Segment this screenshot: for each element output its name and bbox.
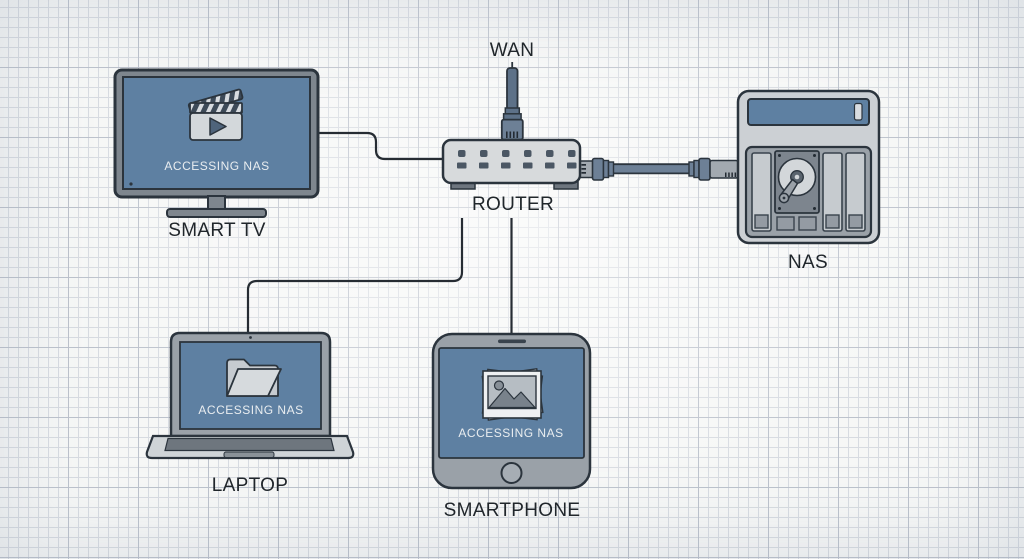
photo-sun [493,380,505,391]
tv-stand-neck [207,195,226,211]
hard-drive-icon [774,150,820,214]
nas-bay-latches [754,214,863,231]
connection-lines [246,131,513,336]
router-nas-ethernet-cable-icon [579,157,739,181]
smartphone-node [431,332,592,490]
photo-mountains [488,387,536,409]
wan-cable [500,62,524,141]
wan-ethernet-plug-icon [500,118,524,141]
router-ports [457,150,577,169]
nas-drive-bays [751,152,866,232]
router-node [441,138,582,190]
open-folder-icon [226,358,282,397]
nas-node [736,89,881,245]
nas-power-led [853,102,863,121]
ethernet-plug-left-pins [581,164,586,174]
laptop-camera-dot [249,336,252,339]
connection-smarttv-router [318,131,444,161]
photo-stack-icon [481,368,544,421]
wan-cable-tip [511,62,514,69]
laptop-touchpad [223,451,275,458]
ethernet-plug-right-pins [725,172,737,177]
clapperboard-play-icon [187,88,244,141]
ethernet-plug-right [709,159,739,179]
laptop-keyboard [164,437,335,452]
wan-cable-wire [506,67,519,112]
wan-plug-pins [506,131,519,138]
tv-power-led [129,182,133,186]
play-icon [209,117,227,136]
ethernet-wire [609,163,703,175]
tv-stand-base [166,208,267,218]
connection-router-laptop [246,218,464,335]
router-body [441,138,582,185]
smartphone-speaker [498,339,526,344]
nas-top-bar [747,98,870,126]
laptop-node [145,331,355,460]
home-button [500,462,523,484]
smart-tv-node [113,68,320,218]
